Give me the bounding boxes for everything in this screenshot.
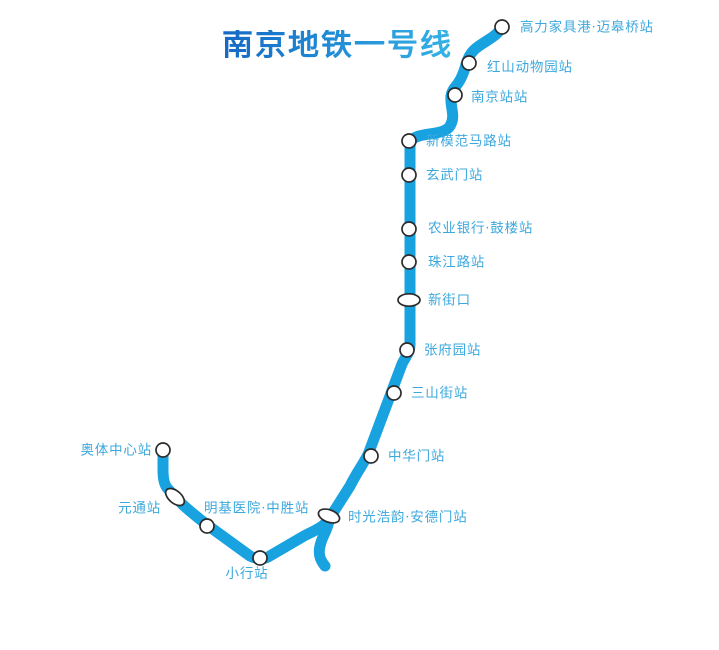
station-markers [155,19,510,566]
station-label-yuantong[interactable]: 元通站 [118,500,161,517]
station-label-xinjiekou[interactable]: 新街口 [428,292,471,309]
station-marker-zhonghuamen[interactable] [363,448,379,464]
station-marker-yuantong[interactable] [163,485,188,509]
station-marker-xinjiekou[interactable] [397,292,421,308]
station-label-xinmofan-malu[interactable]: 新模范马路站 [426,133,512,150]
station-marker-zhangfuyuan[interactable] [399,342,415,358]
station-label-hongshan-zoo[interactable]: 红山动物园站 [487,59,573,76]
station-marker-sanshanjie[interactable] [386,385,402,401]
station-marker-hongshan-zoo[interactable] [461,55,477,71]
station-label-xiaoxing[interactable]: 小行站 [225,566,269,582]
station-marker-aoti-zhongxin[interactable] [155,442,171,458]
line-1-branch-stub [313,514,335,572]
station-marker-xuanwumen[interactable] [401,167,417,183]
station-label-xuanwumen[interactable]: 玄武门站 [426,167,484,184]
station-label-zhonghuamen[interactable]: 中华门站 [388,448,446,465]
station-marker-nanjingzhan[interactable] [447,87,463,103]
station-label-sanshanjie[interactable]: 三山街站 [411,385,469,402]
station-marker-mingji-yiyuan-zhongsheng[interactable] [199,518,215,534]
station-label-gaolijiajugang-maigaoqiao[interactable]: 高力家具港·迈皋桥站 [520,19,654,36]
station-marker-xinmofan-malu[interactable] [401,133,417,149]
station-label-zhujianglu[interactable]: 珠江路站 [428,254,486,271]
station-marker-shiguanghaoyun-andemen[interactable] [317,506,342,525]
station-label-shiguanghaoyun-andemen[interactable]: 时光浩韵·安德门站 [348,509,468,526]
station-marker-zhujianglu[interactable] [401,254,417,270]
station-label-aoti-zhongxin[interactable]: 奥体中心站 [80,442,152,459]
station-marker-xiaoxing[interactable] [252,550,268,566]
station-label-nanjingzhan[interactable]: 南京站站 [471,89,529,106]
station-label-zhangfuyuan[interactable]: 张府园站 [424,342,482,359]
station-marker-gaolijiajugang-maigaoqiao[interactable] [494,19,510,35]
station-label-mingji-yiyuan-zhongsheng[interactable]: 明基医院·中胜站 [204,500,310,517]
station-marker-nongyeyinhang-gulou[interactable] [401,221,417,237]
station-label-nongyeyinhang-gulou[interactable]: 农业银行·鼓楼站 [428,220,534,237]
page-title: 南京地铁一号线 [222,27,453,63]
